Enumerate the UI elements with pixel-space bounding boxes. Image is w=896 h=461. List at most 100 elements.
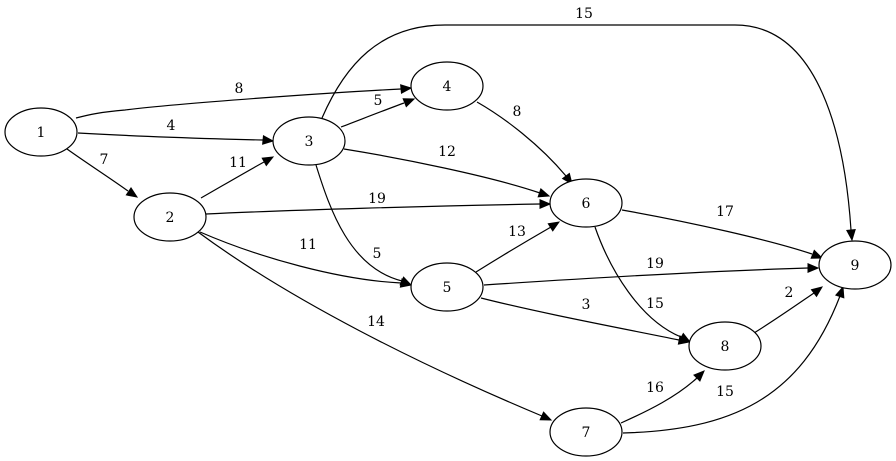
edge-4-to-6: 8	[476, 101, 573, 186]
edge-weight-label: 15	[575, 6, 593, 22]
arrowhead-icon	[846, 229, 856, 242]
edge-weight-label: 8	[513, 104, 522, 120]
edge-line	[205, 203, 541, 215]
edge-3-to-4: 5	[340, 93, 416, 128]
edge-weight-label: 14	[367, 314, 385, 330]
edge-line	[621, 209, 813, 255]
edge-weight-label: 12	[438, 144, 456, 160]
edge-3-to-6: 12	[343, 144, 551, 198]
edge-weight-label: 19	[368, 191, 386, 207]
edge-weight-label: 3	[582, 297, 591, 313]
edge-line	[753, 292, 815, 334]
edge-line	[476, 101, 567, 177]
node-ellipse	[4, 107, 78, 157]
edge-8-to-9: 2	[753, 285, 824, 334]
node-label: 7	[582, 425, 591, 441]
edge-line	[343, 148, 541, 194]
edge-weight-label: 11	[299, 237, 317, 253]
node-1: 1	[4, 107, 78, 157]
edge-line	[622, 295, 841, 434]
node-label: 1	[37, 125, 46, 141]
node-label: 2	[166, 210, 175, 226]
arrowhead-icon	[547, 221, 561, 232]
edge-line	[200, 161, 265, 199]
edge-1-to-4: 8	[75, 81, 413, 119]
edge-weight-label: 13	[508, 224, 526, 240]
node-5: 5	[410, 262, 484, 312]
arrowhead-icon	[810, 286, 824, 298]
edge-1-to-3: 4	[77, 118, 275, 145]
arrowhead-icon	[399, 276, 413, 286]
node-3: 3	[272, 116, 346, 166]
edge-line	[594, 226, 682, 338]
edge-3-to-5: 5	[315, 164, 413, 286]
edge-2-to-3: 11	[200, 155, 275, 199]
node-6: 6	[549, 178, 623, 228]
edge-5-to-6: 13	[475, 221, 561, 273]
arrowhead-icon	[807, 263, 820, 273]
node-8: 8	[688, 321, 762, 371]
arrowhead-icon	[125, 187, 139, 198]
edge-weight-label: 8	[235, 81, 244, 97]
edge-weight-label: 7	[100, 152, 109, 168]
edge-7-to-9: 15	[622, 285, 845, 434]
edge-3-to-9: 15	[321, 6, 856, 242]
node-ellipse	[549, 407, 623, 457]
edge-line	[197, 231, 543, 417]
edge-line	[321, 24, 852, 231]
edge-1-to-2: 7	[66, 148, 139, 198]
node-label: 3	[305, 134, 314, 150]
edge-line	[75, 88, 402, 119]
edge-line	[199, 231, 402, 284]
edge-line	[77, 132, 264, 141]
node-ellipse	[688, 321, 762, 371]
edge-line	[340, 102, 405, 128]
edge-line	[315, 164, 403, 282]
edge-2-to-6: 19	[205, 191, 552, 215]
node-ellipse	[549, 178, 623, 228]
edge-2-to-7: 14	[197, 231, 553, 421]
arrowhead-icon	[810, 249, 824, 259]
node-ellipse	[410, 61, 484, 111]
edge-weight-label: 11	[229, 155, 247, 171]
node-label: 8	[721, 339, 730, 355]
edge-weight-label: 5	[373, 246, 382, 262]
node-ellipse	[818, 240, 892, 290]
arrowhead-icon	[400, 84, 413, 94]
arrowhead-icon	[261, 156, 275, 167]
node-2: 2	[133, 192, 207, 242]
edge-6-to-8: 15	[594, 226, 692, 343]
arrowhead-icon	[678, 332, 692, 343]
edge-weight-label: 19	[646, 256, 664, 272]
node-9: 9	[818, 240, 892, 290]
edge-weight-label: 15	[716, 384, 734, 400]
edges-layer: 8 4 7 11 19 11 14 5 12 5 15 8 13 19 3 17 15 16 15 2	[66, 6, 856, 434]
edge-weight-label: 15	[646, 296, 664, 312]
arrowhead-icon	[402, 98, 416, 108]
arrowhead-icon	[539, 411, 553, 421]
edge-line	[483, 267, 809, 286]
edge-7-to-8: 16	[620, 370, 705, 424]
edge-line	[66, 148, 129, 192]
node-4: 4	[410, 61, 484, 111]
edge-6-to-9: 17	[621, 204, 824, 259]
arrowhead-icon	[262, 135, 275, 145]
edge-weight-label: 17	[716, 204, 734, 220]
arrowhead-icon	[537, 187, 551, 198]
node-label: 4	[443, 79, 452, 95]
arrowhead-icon	[693, 370, 705, 382]
node-ellipse	[272, 116, 346, 166]
edge-weight-label: 2	[785, 285, 794, 301]
edge-weight-label: 16	[646, 380, 664, 396]
arrowhead-icon	[539, 199, 552, 209]
edge-line	[620, 377, 698, 424]
edge-5-to-9: 19	[483, 256, 820, 286]
edge-line	[475, 226, 552, 273]
arrowhead-icon	[834, 285, 845, 299]
node-ellipse	[410, 262, 484, 312]
node-label: 5	[443, 280, 452, 296]
edge-weight-label: 5	[374, 93, 383, 109]
node-label: 9	[851, 258, 860, 274]
